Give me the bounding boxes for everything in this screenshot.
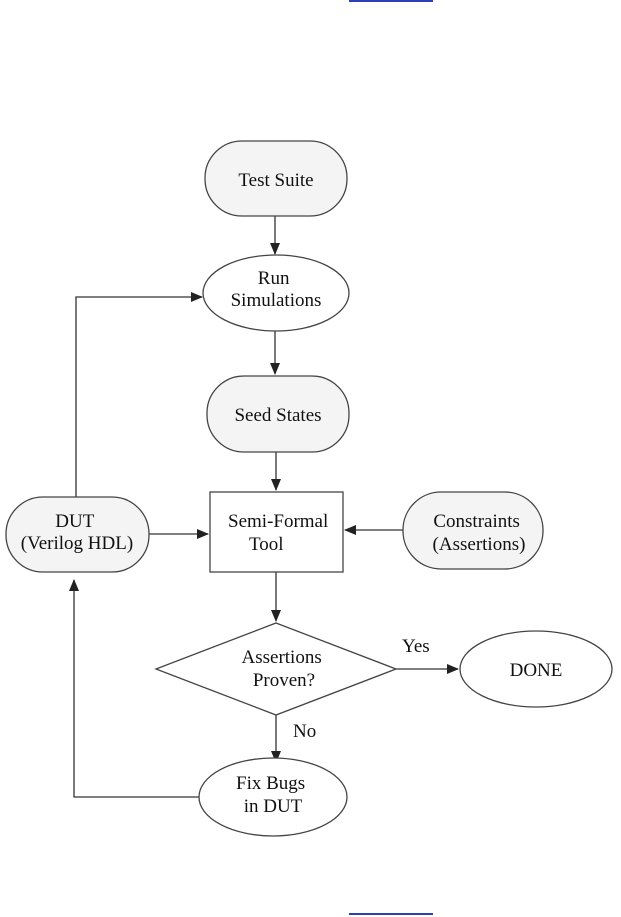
constraints-label-line: Constraints: [433, 511, 520, 532]
done-label: DONE: [510, 660, 563, 681]
node-assertions-proven: Assertions Proven?: [154, 622, 398, 716]
yes-label: Yes: [402, 636, 430, 657]
top-link-underline[interactable]: [349, 0, 433, 2]
run-simulations-label: Run Simulations: [231, 268, 322, 311]
node-done: DONE: [459, 630, 613, 708]
dut-label-line: (Verilog HDL): [21, 533, 133, 554]
dut-label-line: DUT: [55, 511, 94, 532]
done-label-line: DONE: [510, 660, 563, 681]
node-run-simulations: Run Simulations: [202, 254, 350, 332]
node-semi-formal-tool: Semi-Formal Tool: [209, 491, 344, 573]
constraints-label-line: (Assertions): [433, 534, 526, 555]
run-simulations-label-line: Run: [258, 268, 290, 289]
seed-states-label-line: Seed States: [234, 405, 321, 426]
done-shape: [459, 630, 613, 708]
fix-bugs-label-line: in DUT: [244, 796, 303, 817]
run-simulations-shape: [202, 254, 350, 332]
assertions-proven-label-line: Proven?: [253, 670, 315, 691]
bottom-link-underline[interactable]: [349, 913, 433, 915]
edge-fix-bugs-to-dut: [69, 579, 199, 798]
assertions-proven-shape: [154, 622, 398, 716]
seed-states-shape: [206, 375, 350, 453]
no-label: No: [293, 721, 316, 742]
constraints-label: Constraints (Assertions): [433, 511, 526, 555]
seed-states-label: Seed States: [234, 405, 321, 426]
constraints-shape: [402, 491, 544, 570]
test-suite-label-line: Test Suite: [238, 170, 313, 191]
dut-label: DUT (Verilog HDL): [21, 511, 133, 554]
node-test-suite: Test Suite: [204, 140, 348, 217]
run-simulations-label-line: Simulations: [231, 290, 322, 311]
semi-formal-tool-label-line: Tool: [249, 534, 284, 555]
semi-formal-tool-label: Semi-Formal Tool: [228, 511, 333, 555]
node-dut: DUT (Verilog HDL): [5, 496, 150, 573]
node-seed-states: Seed States: [206, 375, 350, 453]
semi-formal-tool-label-line: Semi-Formal: [228, 511, 328, 532]
assertions-proven-label: Assertions Proven?: [242, 647, 327, 691]
fix-bugs-label: Fix Bugs in DUT: [236, 773, 310, 817]
node-constraints: Constraints (Assertions): [402, 491, 544, 570]
test-suite-shape: [204, 140, 348, 217]
edge-dut-to-run-simulations: [75, 292, 203, 497]
dut-shape: [5, 496, 150, 573]
node-fix-bugs: Fix Bugs in DUT: [198, 757, 348, 837]
test-suite-label: Test Suite: [238, 170, 313, 191]
assertions-proven-label-line: Assertions: [242, 647, 322, 668]
edges: [69, 216, 459, 798]
fix-bugs-shape: [198, 757, 348, 837]
semi-formal-tool-shape: [209, 491, 344, 573]
fix-bugs-label-line: Fix Bugs: [236, 773, 305, 794]
